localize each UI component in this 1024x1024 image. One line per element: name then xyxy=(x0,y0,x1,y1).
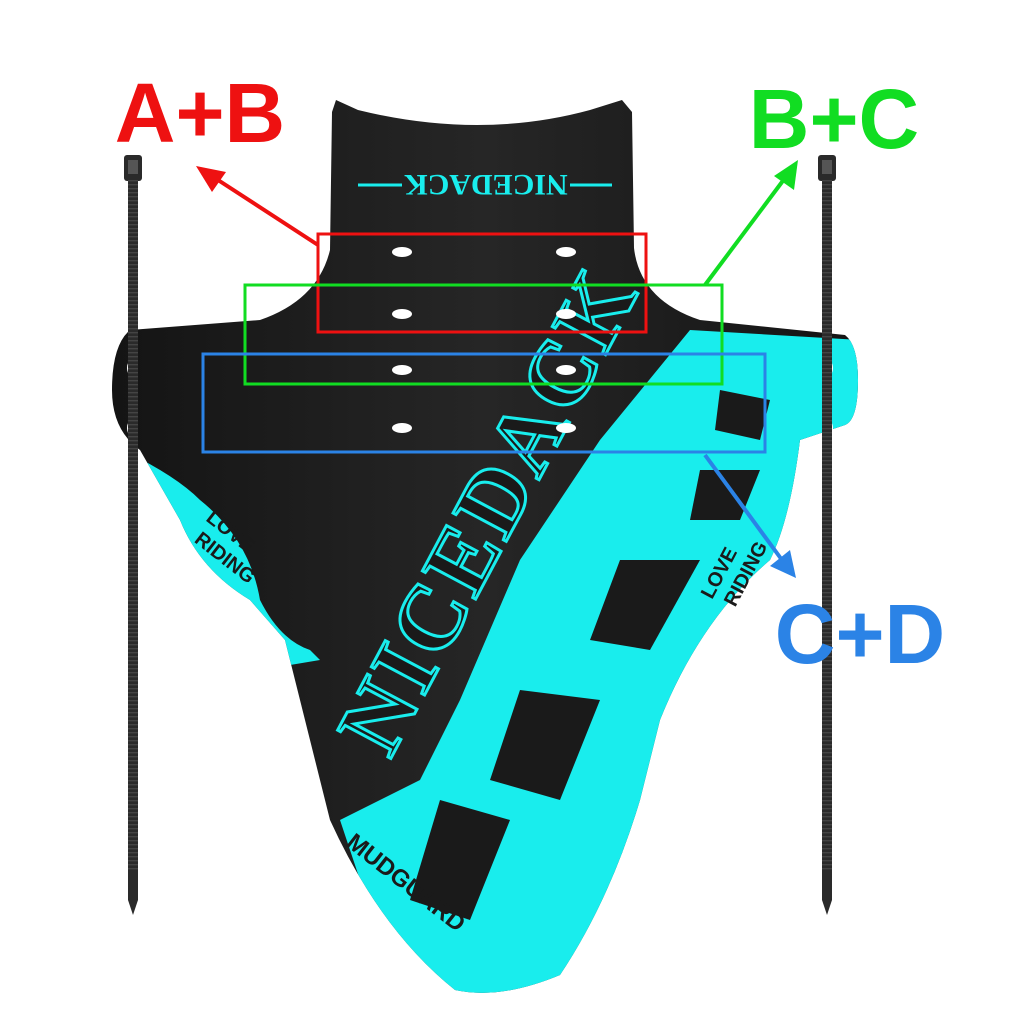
hole xyxy=(556,423,576,433)
hole xyxy=(556,247,576,257)
arrow-c-d xyxy=(703,453,796,578)
annotation-box-c-d xyxy=(201,352,767,454)
top-brand-text: NICEDACK xyxy=(404,168,568,201)
annotation-box-a-b xyxy=(316,232,648,334)
arrow-b-c xyxy=(703,160,798,287)
annotation-box-b-c xyxy=(243,283,724,386)
hole xyxy=(392,423,412,433)
label-a-b: A+B xyxy=(115,66,285,160)
mudguard-body: NICEDACK NICEDACK LOVE RIDING LOVE RIDIN… xyxy=(112,100,858,993)
hole xyxy=(392,309,412,319)
right-cable-tie xyxy=(818,155,836,915)
left-cable-tie xyxy=(124,155,142,915)
hole xyxy=(556,365,576,375)
arrow-a-b xyxy=(196,166,320,247)
hole xyxy=(392,365,412,375)
label-c-d: C+D xyxy=(775,587,945,681)
label-b-c: B+C xyxy=(749,72,919,166)
hole xyxy=(556,309,576,319)
hole xyxy=(392,247,412,257)
